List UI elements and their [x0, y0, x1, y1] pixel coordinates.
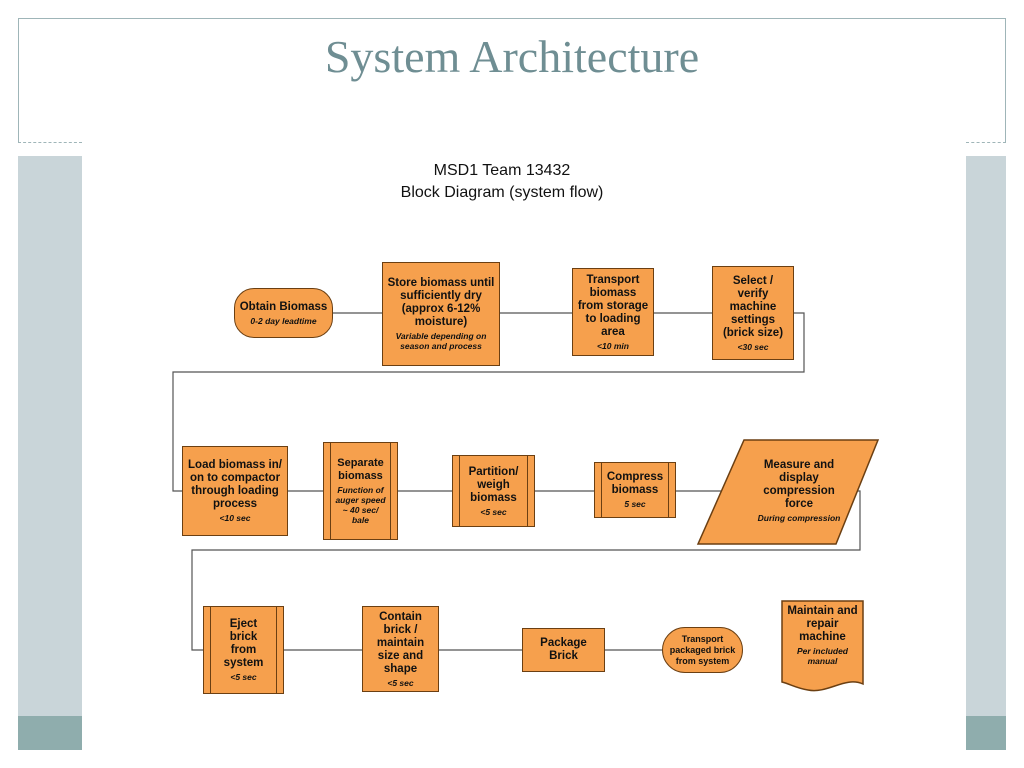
node-sub: <5 sec: [480, 506, 507, 517]
side-bar-right-accent: [966, 716, 1006, 750]
node-label: Package Brick: [540, 637, 587, 662]
node-contain-brick: Contain brick / maintain size and shape …: [362, 606, 439, 692]
node-load-biomass: Load biomass in/ on to compactor through…: [182, 446, 288, 536]
diagram-title-line2: Block Diagram (system flow): [400, 184, 604, 201]
node-label: Transport biomass from storage to loadin…: [577, 273, 649, 338]
node-measure-force: Measure and display compression force Du…: [744, 442, 854, 540]
node-label: Partition/ weigh biomass: [468, 465, 519, 504]
node-label: Eject brick from system: [223, 618, 264, 669]
node-sub: <10 sec: [219, 513, 251, 523]
node-label: Select / verify machine settings (brick …: [722, 274, 784, 339]
side-bar-right: [966, 156, 1006, 716]
diagram-title: MSD1 Team 13432 Block Diagram (system fl…: [300, 160, 704, 204]
node-sub: Per included manual: [796, 646, 848, 666]
node-label: Contain brick / maintain size and shape: [376, 610, 425, 675]
measure-parallelogram: [696, 439, 880, 545]
node-obtain-biomass: Obtain Biomass 0-2 day leadtime: [234, 288, 333, 338]
node-label: Store biomass until sufficiently dry (ap…: [387, 277, 495, 328]
side-bar-left-accent: [18, 716, 82, 750]
maintain-document-shape: [781, 600, 864, 692]
node-sub: 5 sec: [624, 499, 646, 509]
node-label: Compress biomass: [606, 471, 664, 496]
node-maintain-machine: Maintain and repair machine Per included…: [782, 601, 863, 679]
diagram-title-line1: MSD1 Team 13432: [433, 162, 571, 179]
node-package-brick: Package Brick: [522, 628, 605, 672]
node-sub: <10 min: [597, 340, 629, 351]
node-separate-biomass: Separate biomass Function of auger speed…: [323, 442, 398, 540]
node-sub: <5 sec: [230, 672, 257, 682]
node-store-biomass: Store biomass until sufficiently dry (ap…: [382, 262, 500, 366]
node-partition-biomass: Partition/ weigh biomass <5 sec: [452, 455, 535, 527]
node-sub: During compression: [757, 513, 841, 523]
side-bar-left: [18, 156, 82, 716]
node-label: Maintain and repair machine: [787, 605, 858, 643]
node-label: Separate biomass: [337, 457, 384, 482]
node-label: Transport packaged brick from system: [669, 633, 736, 666]
node-label: Load biomass in/ on to compactor through…: [188, 459, 282, 510]
slide-frame: [18, 18, 1006, 142]
node-sub: Function of auger speed ~ 40 sec/ bale: [335, 485, 386, 525]
node-sub: <30 sec: [737, 341, 769, 352]
connector-select-load: [172, 312, 805, 492]
node-transport-biomass: Transport biomass from storage to loadin…: [572, 268, 654, 356]
node-eject-brick: Eject brick from system <5 sec: [203, 606, 284, 694]
node-select-settings: Select / verify machine settings (brick …: [712, 266, 794, 360]
slide-title: System Architecture: [324, 31, 700, 82]
node-transport-brick: Transport packaged brick from system: [662, 627, 743, 673]
node-label: Obtain Biomass: [239, 300, 328, 313]
node-sub: Variable depending on season and process: [395, 331, 487, 351]
node-sub: 0-2 day leadtime: [250, 315, 317, 326]
divider-left: [18, 142, 82, 143]
node-sub: <5 sec: [387, 677, 414, 688]
node-compress-biomass: Compress biomass 5 sec: [594, 462, 676, 518]
divider-right: [966, 142, 1006, 143]
node-label: Measure and display compression force: [763, 459, 835, 510]
